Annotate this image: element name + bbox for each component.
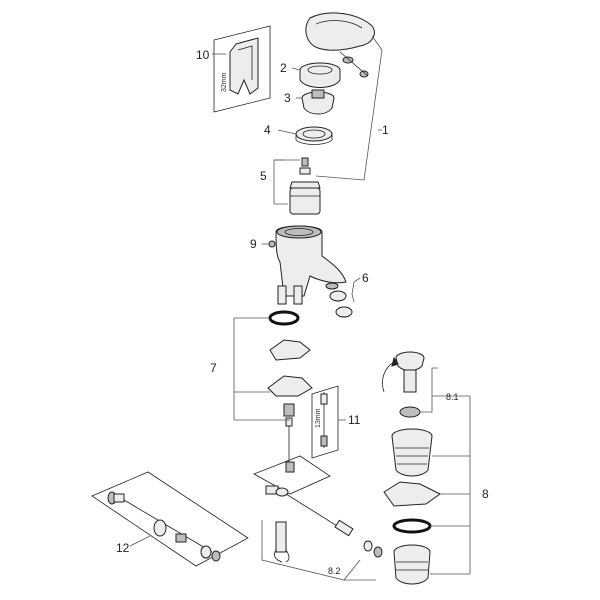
label-7: 7 [210, 361, 217, 375]
supply-hoses [277, 285, 303, 305]
label-5: 5 [260, 169, 267, 183]
part-8-2-pull-rod-assembly [253, 455, 383, 563]
label-8-1: 8.1 [446, 392, 459, 402]
label-6: 6 [362, 271, 369, 285]
label-3: 3 [284, 91, 291, 105]
part-12-extension-rod [91, 471, 249, 567]
part-5-cartridge [289, 157, 321, 215]
label-12: 12 [116, 541, 130, 555]
part-9-mixer-body [268, 225, 347, 297]
label-1: 1 [382, 123, 389, 137]
part-2-cap [299, 62, 341, 88]
label-2: 2 [280, 61, 287, 75]
part-10-wrench-tool: 32mm [213, 25, 271, 113]
label-8: 8 [482, 487, 489, 501]
label-4: 4 [264, 123, 271, 137]
label-9: 9 [250, 237, 257, 251]
wrench-size-label: 32mm [221, 72, 228, 92]
part-1-lever-handle [305, 12, 375, 78]
part-4-ring [295, 126, 333, 145]
label-10: 10 [196, 48, 210, 62]
part-7-mounting-set [267, 310, 313, 473]
label-8-2: 8.2 [328, 566, 341, 576]
part-3-adapter [301, 89, 335, 115]
part-11-key-tool: 13mm [311, 385, 339, 459]
key-size-label: 13mm [315, 408, 322, 428]
part-6-aerator [325, 282, 353, 318]
part-8-waste-set [383, 428, 441, 585]
label-11: 11 [348, 413, 361, 427]
part-8-1-popup-plug [382, 351, 425, 418]
